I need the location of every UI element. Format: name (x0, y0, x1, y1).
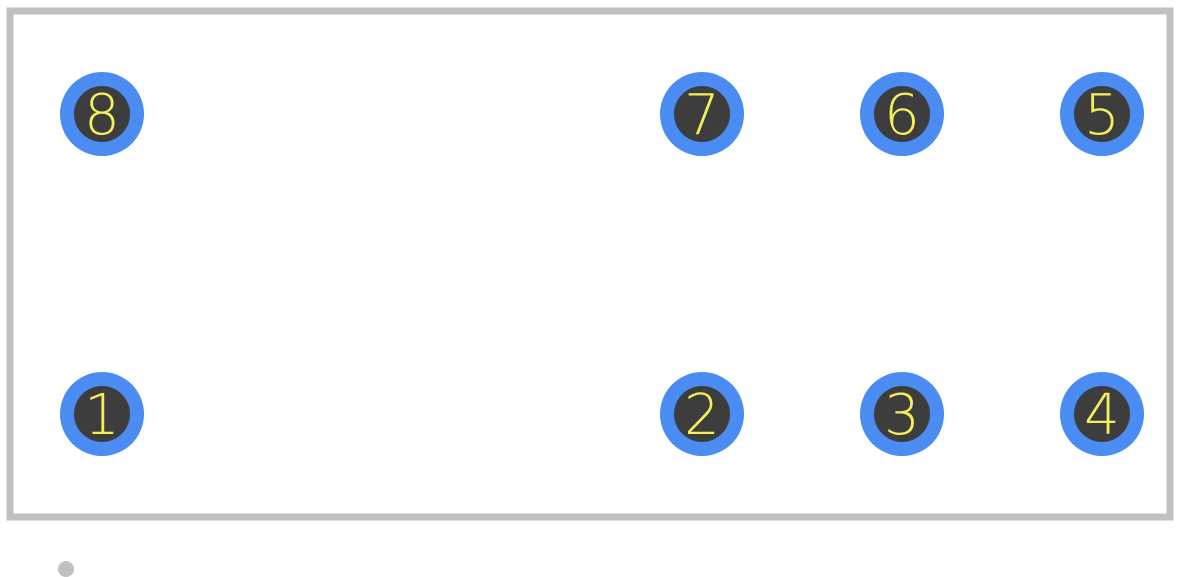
pad-pin-6: 6 (860, 72, 944, 156)
pin-label: 6 (884, 83, 920, 148)
pad-pin-7: 7 (660, 72, 744, 156)
pin-label: 5 (1084, 83, 1120, 148)
pad-hole (1074, 386, 1130, 442)
pin-label: 3 (884, 383, 920, 448)
pad-hole (874, 386, 930, 442)
pad-pin-2: 2 (660, 372, 744, 456)
pad-group: 1 2 3 4 5 6 7 8 (60, 72, 1144, 456)
pin-label: 4 (1084, 383, 1120, 448)
pad-pin-1: 1 (60, 372, 144, 456)
pad-hole (74, 86, 130, 142)
pin-label: 2 (684, 383, 720, 448)
pad-hole (674, 86, 730, 142)
pad-pin-4: 4 (1060, 372, 1144, 456)
pad-pin-3: 3 (860, 372, 944, 456)
pin-label: 7 (684, 83, 720, 148)
component-outline (6, 7, 1174, 521)
pad-hole (874, 86, 930, 142)
pad-pin-8: 8 (60, 72, 144, 156)
pin1-marker (58, 561, 74, 577)
pin-label: 1 (84, 383, 120, 448)
pad-hole (74, 386, 130, 442)
pad-hole (1074, 86, 1130, 142)
pad-hole (674, 386, 730, 442)
pin-label: 8 (84, 83, 120, 148)
pad-pin-5: 5 (1060, 72, 1144, 156)
